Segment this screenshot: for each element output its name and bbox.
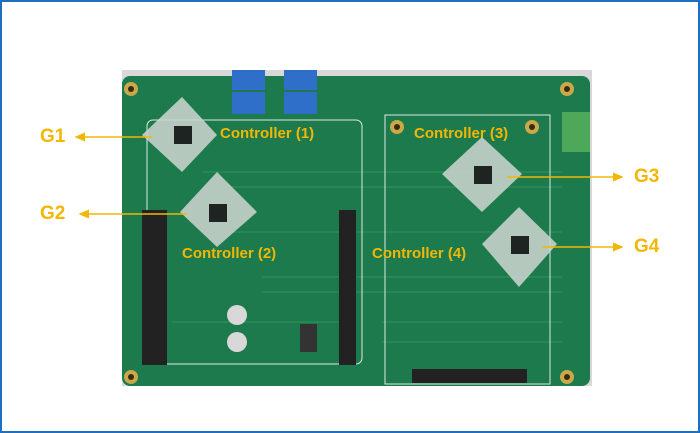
inductor — [300, 324, 317, 352]
pin-header-left — [142, 210, 167, 365]
screw-terminal — [562, 112, 590, 152]
label-g3: G3 — [634, 166, 660, 187]
label-g2: G2 — [40, 203, 66, 224]
label-g4: G4 — [634, 236, 660, 257]
label-controller-2: Controller (2) — [182, 245, 277, 262]
pin-header-bottom — [412, 369, 527, 383]
label-controller-4: Controller (4) — [372, 245, 467, 262]
label-controller-1: Controller (1) — [220, 125, 315, 142]
label-controller-3: Controller (3) — [414, 125, 509, 142]
label-g1: G1 — [40, 126, 66, 147]
ic-chips — [174, 126, 529, 254]
capacitor — [227, 332, 247, 352]
pin-header-middle — [339, 210, 356, 365]
capacitor — [227, 305, 247, 325]
potentiometers — [232, 70, 317, 114]
